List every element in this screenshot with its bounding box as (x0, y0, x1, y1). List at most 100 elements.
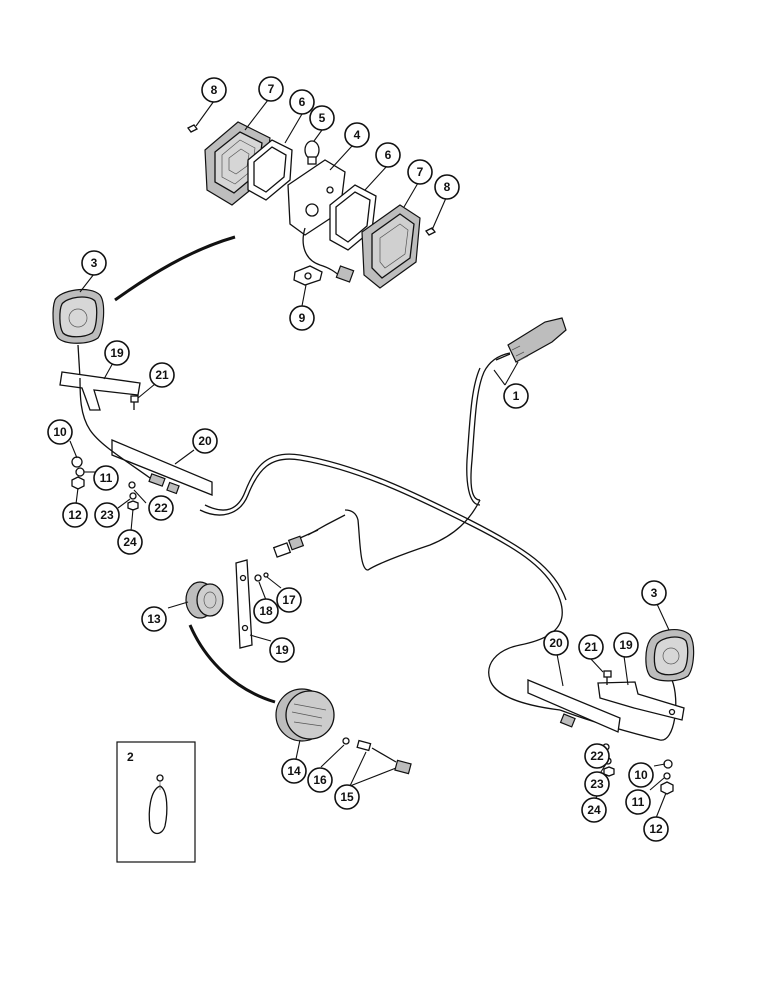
callout-21b: 21 (578, 634, 604, 660)
horn-small (185, 581, 224, 619)
callout-19c: 19 (613, 632, 639, 658)
callout-7a: 7 (258, 76, 284, 102)
washer-18 (254, 574, 262, 582)
callout-14: 14 (281, 758, 307, 784)
lamp-exploded-view (187, 121, 436, 289)
callout-19b: 19 (269, 637, 295, 663)
horn-large (275, 688, 335, 742)
svg-text:14: 14 (287, 764, 301, 778)
svg-text:19: 19 (275, 643, 289, 657)
connector-left (148, 473, 166, 487)
callout-10b: 10 (628, 762, 654, 788)
nut-left-12 (71, 476, 85, 490)
svg-text:1: 1 (513, 389, 520, 403)
svg-text:24: 24 (123, 535, 137, 549)
callout-3a: 3 (81, 250, 107, 276)
lamp-bulb (304, 140, 320, 165)
svg-text:3: 3 (91, 256, 98, 270)
callout-15: 15 (334, 784, 360, 810)
bracket-right-upper (597, 681, 685, 721)
washer-right-10 (663, 759, 673, 769)
svg-text:12: 12 (649, 822, 663, 836)
center-connector (272, 529, 319, 558)
bracket-center (235, 559, 253, 649)
callout-17: 17 (276, 587, 302, 613)
callout-12a: 12 (62, 502, 88, 528)
svg-text:22: 22 (154, 501, 168, 515)
detail-arc-top (114, 235, 236, 302)
svg-text:9: 9 (299, 311, 306, 325)
svg-text:5: 5 (319, 111, 326, 125)
fitting-16 (342, 737, 350, 745)
svg-text:16: 16 (313, 773, 327, 787)
lamp-lens-right (361, 204, 421, 289)
callout-7b: 7 (407, 159, 433, 185)
svg-text:10: 10 (634, 768, 648, 782)
inset-cable-tie: 2 (116, 741, 196, 863)
callout-1: 1 (503, 383, 529, 409)
nut-17 (263, 572, 269, 578)
svg-text:7: 7 (268, 82, 275, 96)
callout-18: 18 (253, 598, 279, 624)
svg-text:7: 7 (417, 165, 424, 179)
svg-text:24: 24 (587, 803, 601, 817)
callout-19a: 19 (104, 340, 130, 366)
svg-text:23: 23 (590, 777, 604, 791)
svg-text:8: 8 (211, 83, 218, 97)
leader-lines (69, 99, 670, 819)
svg-text:20: 20 (198, 434, 212, 448)
callout-21a: 21 (149, 362, 175, 388)
callout-23a: 23 (94, 502, 120, 528)
callout-8a: 8 (201, 77, 227, 103)
callout-13: 13 (141, 606, 167, 632)
svg-text:18: 18 (259, 604, 273, 618)
callout-22b: 22 (584, 743, 610, 769)
svg-text:21: 21 (584, 640, 598, 654)
callout-5: 5 (309, 105, 335, 131)
lamp-gasket-left (247, 139, 293, 201)
callout-6a: 6 (289, 89, 315, 115)
lamp-assembly-left (52, 288, 105, 379)
callout-11b: 11 (625, 789, 651, 815)
lamp-assembly-right (645, 628, 695, 682)
callout-6b: 6 (375, 142, 401, 168)
bolt-left (130, 395, 139, 410)
svg-text:10: 10 (53, 425, 67, 439)
screw-right (425, 227, 436, 236)
callout-24b: 24 (581, 797, 607, 823)
svg-text:8: 8 (444, 180, 451, 194)
washer-left-10 (71, 456, 83, 468)
washer-left-22 (128, 481, 136, 489)
washer-right-11 (663, 772, 671, 780)
callout-23b: 23 (584, 771, 610, 797)
bracket-right-lower (527, 679, 621, 733)
callout-9: 9 (289, 305, 315, 331)
bracket-left-upper (59, 371, 141, 411)
nut-right-12 (660, 781, 674, 795)
callout-12b: 12 (643, 816, 669, 842)
washer-left-11 (75, 467, 85, 477)
svg-text:19: 19 (619, 638, 633, 652)
nut-left-24 (127, 500, 139, 511)
callout-11a: 11 (93, 465, 119, 491)
svg-text:6: 6 (385, 148, 392, 162)
callout-22a: 22 (148, 495, 174, 521)
svg-text:22: 22 (590, 749, 604, 763)
main-connector (495, 317, 567, 363)
callout-4: 4 (344, 122, 370, 148)
svg-text:12: 12 (68, 508, 82, 522)
callout-20a: 20 (192, 428, 218, 454)
svg-text:17: 17 (282, 593, 296, 607)
svg-text:4: 4 (354, 128, 361, 142)
callout-3b: 3 (641, 580, 667, 606)
svg-text:23: 23 (100, 508, 114, 522)
svg-text:13: 13 (147, 612, 161, 626)
bolt-right (603, 670, 612, 685)
callout-8b: 8 (434, 174, 460, 200)
detail-arc-horn (188, 624, 276, 704)
svg-text:15: 15 (340, 790, 354, 804)
svg-text:21: 21 (155, 368, 169, 382)
screw-left (187, 124, 198, 133)
callout-10a: 10 (47, 419, 73, 445)
